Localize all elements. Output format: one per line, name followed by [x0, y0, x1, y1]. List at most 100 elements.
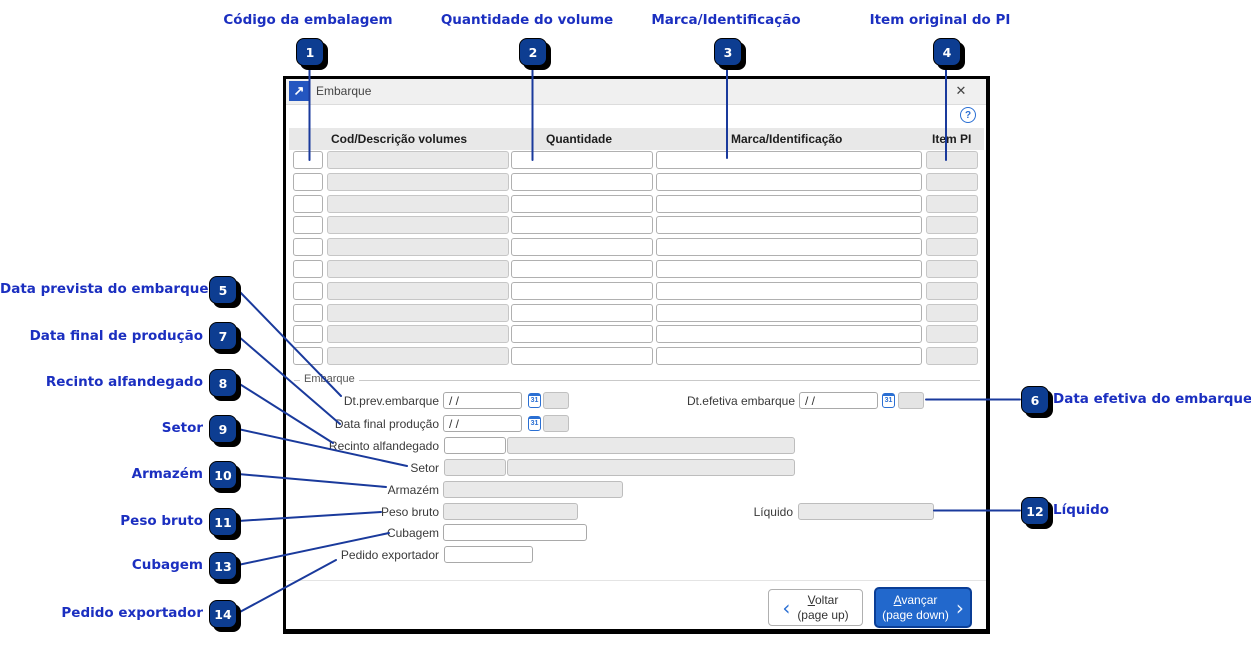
row-itempi-field	[926, 195, 978, 213]
row-quantity-input[interactable]	[511, 347, 653, 365]
peso-bruto-field	[443, 503, 578, 520]
row-description-field	[327, 325, 509, 343]
row-itempi-field	[926, 282, 978, 300]
row-quantity-input[interactable]	[511, 304, 653, 322]
row-quantity-input[interactable]	[511, 325, 653, 343]
dt-prev-embarque-aux-button	[543, 392, 569, 409]
peso-bruto-label: Peso bruto	[380, 505, 439, 519]
callout-badge-13: 13	[209, 552, 237, 580]
footer-divider	[286, 580, 986, 581]
callout-label-pedido-exportador: Pedido exportador	[61, 605, 203, 621]
row-marca-input[interactable]	[656, 347, 922, 365]
row-description-field	[327, 216, 509, 234]
row-code-input[interactable]	[293, 260, 323, 278]
callout-badge-3: 3	[714, 38, 742, 66]
row-marca-input[interactable]	[656, 282, 922, 300]
calendar-icon[interactable]: 31	[882, 393, 895, 408]
close-icon[interactable]: ✕	[955, 83, 967, 98]
row-marca-input[interactable]	[656, 195, 922, 213]
callout-badge-12: 12	[1021, 497, 1049, 525]
callout-label-recinto-alfandegado: Recinto alfandegado	[45, 374, 203, 390]
row-code-input[interactable]	[293, 347, 323, 365]
row-quantity-input[interactable]	[511, 238, 653, 256]
row-code-input[interactable]	[293, 238, 323, 256]
row-marca-input[interactable]	[656, 173, 922, 191]
liquido-field	[798, 503, 934, 520]
armazem-label: Armazém	[387, 483, 439, 497]
callout-badge-4: 4	[933, 38, 961, 66]
row-itempi-field	[926, 238, 978, 256]
window-icon: ↗	[289, 81, 309, 101]
col-header-quantidade: Quantidade	[546, 132, 613, 146]
row-description-field	[327, 195, 509, 213]
callout-label-liquido: Líquido	[1053, 502, 1110, 518]
voltar-button[interactable]: ‹ Voltar (page up)	[768, 589, 863, 626]
row-description-field	[327, 304, 509, 322]
chevron-left-icon: ‹	[782, 595, 791, 620]
groupbox-border	[294, 380, 980, 381]
setor-field	[444, 459, 506, 476]
row-code-input[interactable]	[293, 282, 323, 300]
callout-label-data-prevista: Data prevista do embarque	[0, 281, 209, 297]
callout-label-peso-bruto: Peso bruto	[120, 513, 203, 529]
help-icon[interactable]: ?	[960, 107, 976, 123]
row-marca-input[interactable]	[656, 238, 922, 256]
callout-badge-7: 7	[209, 322, 237, 350]
callout-badge-1: 1	[296, 38, 324, 66]
row-itempi-field	[926, 260, 978, 278]
row-marca-input[interactable]	[656, 260, 922, 278]
row-code-input[interactable]	[293, 304, 323, 322]
groupbox-legend: Embarque	[300, 373, 359, 385]
row-itempi-field	[926, 151, 978, 169]
row-code-input[interactable]	[293, 151, 323, 169]
voltar-button-sublabel: (page up)	[797, 607, 849, 622]
pedido-exportador-input[interactable]	[444, 546, 533, 563]
row-itempi-field	[926, 173, 978, 191]
callout-badge-9: 9	[209, 415, 237, 443]
row-quantity-input[interactable]	[511, 173, 653, 191]
row-marca-input[interactable]	[656, 151, 922, 169]
data-final-producao-input[interactable]: / /	[443, 415, 522, 432]
row-code-input[interactable]	[293, 195, 323, 213]
row-quantity-input[interactable]	[511, 195, 653, 213]
dt-prev-embarque-input[interactable]: / /	[443, 392, 522, 409]
pedido-exportador-label: Pedido exportador	[340, 548, 439, 562]
row-code-input[interactable]	[293, 173, 323, 191]
recinto-alfandegado-input[interactable]	[444, 437, 506, 454]
liquido-label: Líquido	[753, 505, 793, 519]
data-final-producao-aux-button	[543, 415, 569, 432]
row-marca-input[interactable]	[656, 325, 922, 343]
row-quantity-input[interactable]	[511, 282, 653, 300]
calendar-icon[interactable]: 31	[528, 416, 541, 431]
callout-badge-5: 5	[209, 276, 237, 304]
cubagem-input[interactable]	[443, 524, 587, 541]
calendar-icon[interactable]: 31	[528, 393, 541, 408]
callout-label-marca-identificacao: Marca/Identificação	[651, 12, 801, 28]
setor-description-field	[507, 459, 795, 476]
recinto-alfandegado-label: Recinto alfandegado	[328, 439, 439, 453]
callout-badge-11: 11	[209, 508, 237, 536]
callout-label-item-original-pi: Item original do PI	[869, 12, 1011, 28]
dt-efetiva-embarque-input[interactable]: / /	[799, 392, 878, 409]
callout-label-data-final-producao: Data final de produção	[29, 328, 203, 344]
col-header-marca: Marca/Identificação	[731, 132, 843, 146]
row-code-input[interactable]	[293, 216, 323, 234]
row-quantity-input[interactable]	[511, 260, 653, 278]
recinto-alfandegado-description-field	[507, 437, 795, 454]
setor-label: Setor	[410, 461, 439, 475]
row-marca-input[interactable]	[656, 216, 922, 234]
col-header-cod-descricao: Cod/Descrição volumes	[331, 132, 468, 146]
callout-label-setor: Setor	[161, 420, 203, 436]
row-quantity-input[interactable]	[511, 151, 653, 169]
row-marca-input[interactable]	[656, 304, 922, 322]
avancar-button-sublabel: (page down)	[882, 607, 949, 622]
col-header-item-pi: Item PI	[932, 132, 972, 146]
armazem-field	[443, 481, 623, 498]
avancar-button[interactable]: Avançar (page down) ›	[874, 587, 972, 628]
callout-badge-6: 6	[1021, 386, 1049, 414]
callout-label-quantidade-volume: Quantidade do volume	[440, 12, 614, 28]
row-quantity-input[interactable]	[511, 216, 653, 234]
row-code-input[interactable]	[293, 325, 323, 343]
callout-label-data-efetiva: Data efetiva do embarque	[1053, 391, 1251, 407]
